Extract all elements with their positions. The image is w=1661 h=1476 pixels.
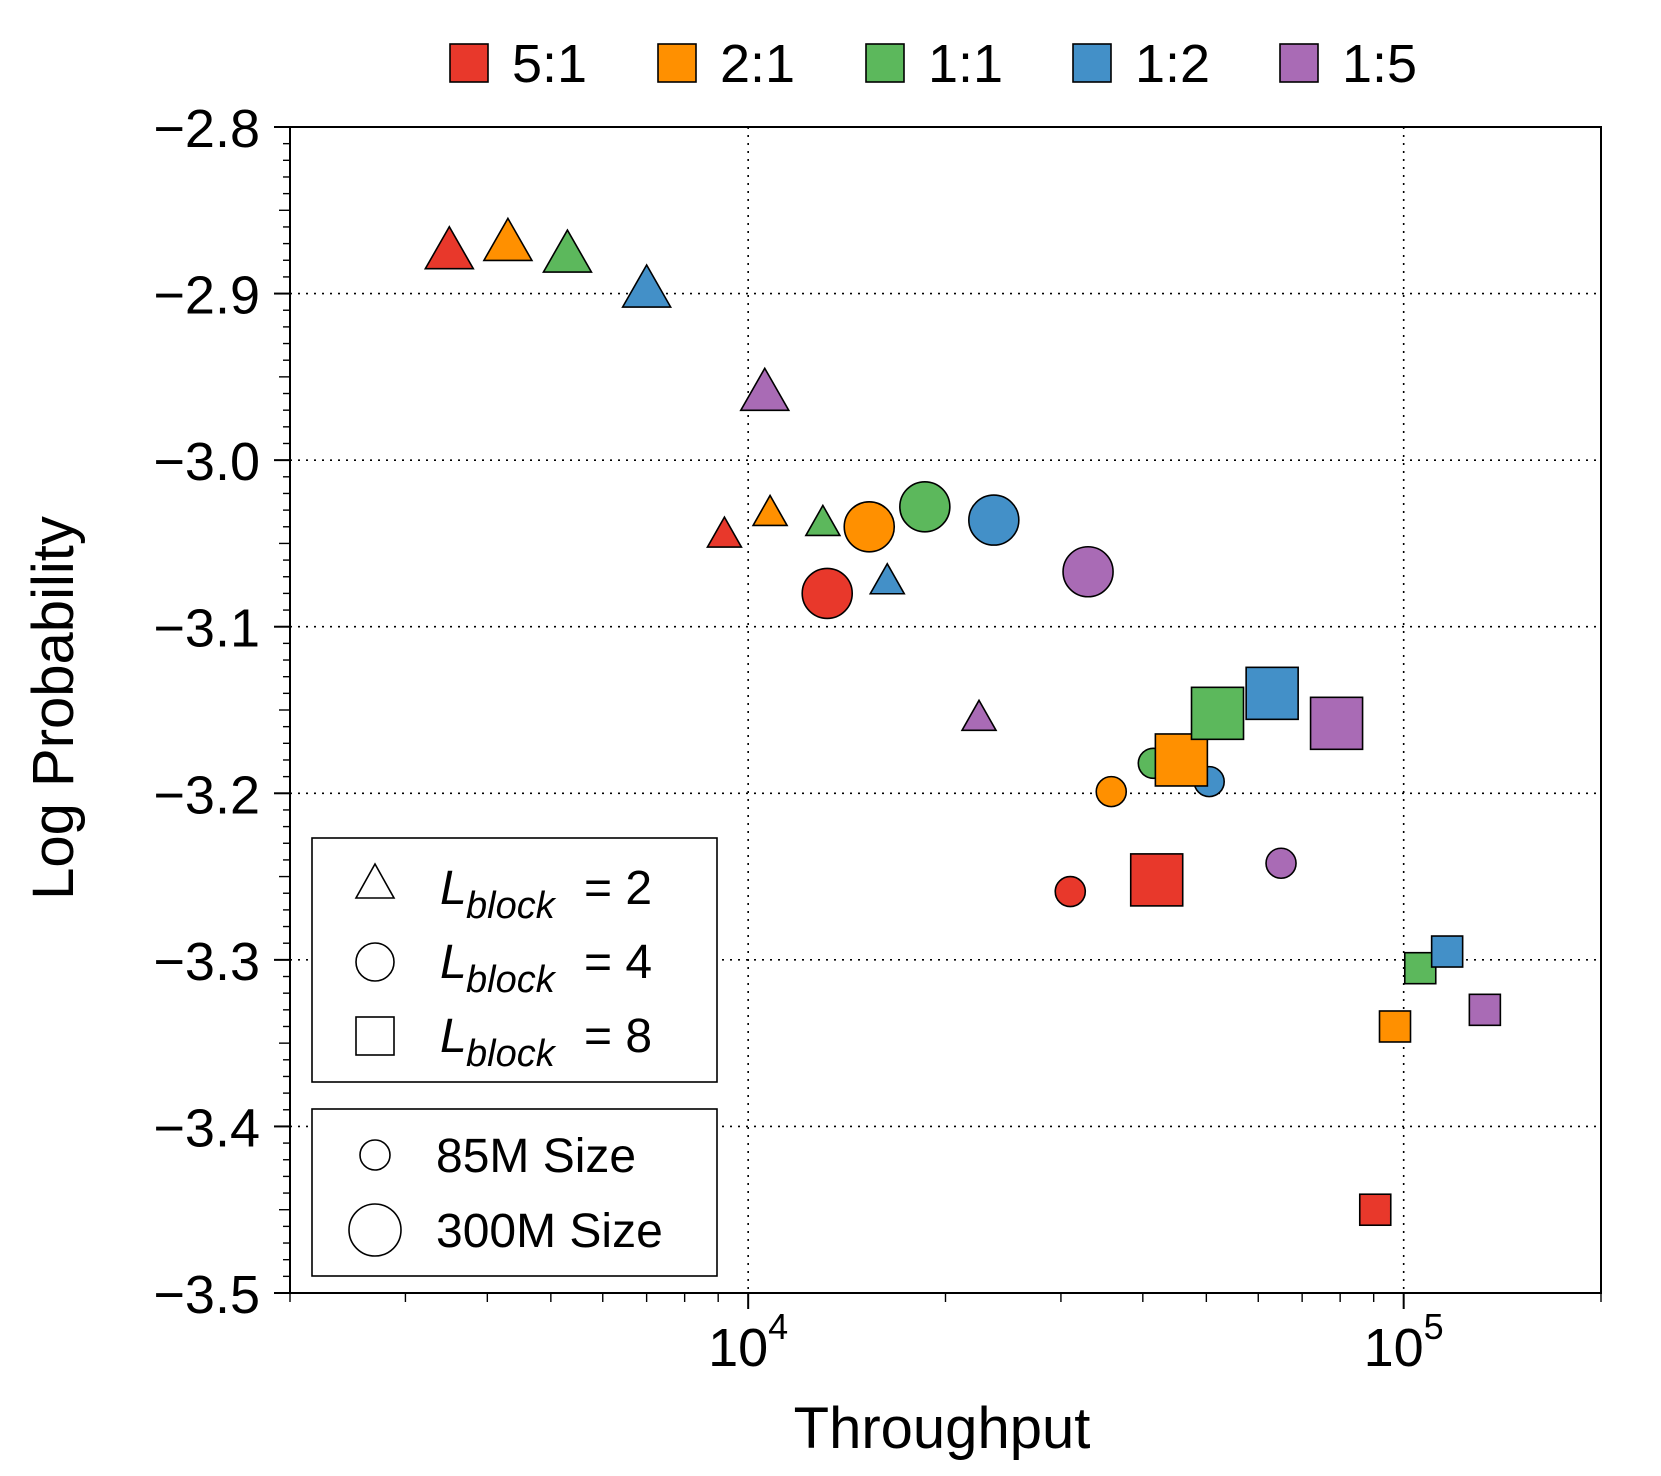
legend-label: 2:1 — [720, 34, 795, 94]
legend-swatch — [1279, 43, 1319, 83]
data-point — [1129, 853, 1184, 907]
block-legend-symbol: L — [440, 862, 467, 915]
data-point — [423, 225, 475, 270]
data-point — [751, 493, 789, 527]
block-legend-subscript: block — [466, 885, 557, 927]
data-point — [968, 494, 1020, 546]
block-legend-box — [311, 837, 718, 1083]
legend-swatch — [449, 43, 489, 83]
data-point — [960, 698, 998, 732]
x-tick-exponent: 5 — [1424, 1306, 1444, 1347]
data-point — [739, 366, 791, 412]
block-legend-value: = 2 — [584, 862, 652, 915]
data-point — [1378, 1010, 1412, 1043]
data-point — [1309, 696, 1364, 751]
y-axis-label: Log Probability — [21, 516, 86, 900]
data-point — [899, 480, 951, 533]
y-tick-label: −3.4 — [153, 1098, 260, 1158]
y-tick-label: −3.3 — [153, 932, 260, 992]
size-circle-icon — [359, 1139, 391, 1171]
legend-label: 1:2 — [1135, 34, 1210, 94]
data-points — [423, 216, 1502, 1227]
y-tick-label: −2.9 — [153, 266, 260, 326]
data-point — [804, 503, 842, 537]
y-tick-label: −3.0 — [153, 432, 260, 492]
data-point — [1095, 775, 1128, 808]
y-tick-label: −2.8 — [153, 99, 260, 159]
data-point — [1358, 1193, 1392, 1227]
data-point — [621, 263, 673, 308]
block-legend-symbol: L — [440, 1010, 467, 1063]
legend-swatch — [657, 43, 697, 83]
legend-swatch — [865, 43, 905, 83]
data-point — [1054, 875, 1087, 908]
data-point — [1062, 545, 1114, 598]
data-point — [706, 515, 743, 548]
block-legend-value: = 8 — [584, 1010, 652, 1063]
data-point — [868, 562, 906, 595]
data-point — [1245, 666, 1299, 721]
data-point — [1468, 993, 1502, 1027]
size-legend-label: 300M Size — [436, 1205, 663, 1258]
circle-outline-icon — [355, 942, 395, 982]
legend-swatch — [1072, 43, 1112, 83]
square-outline-icon — [355, 1016, 395, 1056]
size-legend: 85M Size 300M Size — [311, 1108, 718, 1277]
legend-label: 1:1 — [928, 34, 1003, 94]
block-legend-subscript: block — [466, 959, 557, 1001]
y-tick-label: −3.1 — [153, 599, 260, 659]
ratio-legend: 5:1 2:1 1:1 1:2 1:5 — [449, 34, 1417, 94]
y-tick-label: −3.2 — [153, 765, 260, 825]
x-tick-label: 10 — [708, 1318, 768, 1378]
legend-label: 5:1 — [512, 34, 587, 94]
size-legend-box — [311, 1108, 718, 1277]
data-point — [1430, 935, 1464, 968]
size-circle-icon — [348, 1203, 402, 1257]
x-tick-label: 10 — [1364, 1318, 1424, 1378]
triangle-outline-icon — [354, 862, 396, 899]
data-point — [1154, 733, 1209, 787]
data-point — [1403, 951, 1437, 985]
size-legend-label: 85M Size — [436, 1130, 636, 1183]
data-point — [542, 228, 593, 273]
block-legend-subscript: block — [466, 1033, 557, 1075]
data-point — [482, 216, 534, 262]
data-point — [843, 500, 896, 553]
data-point — [1190, 686, 1245, 741]
legend-label: 1:5 — [1342, 34, 1417, 94]
y-tick-label: −3.5 — [153, 1265, 260, 1325]
data-point — [801, 567, 854, 620]
block-legend-symbol: L — [440, 936, 467, 989]
block-legend-value: = 4 — [584, 936, 652, 989]
x-axis-label: Throughput — [794, 1396, 1091, 1461]
x-tick-exponent: 4 — [768, 1306, 788, 1347]
data-point — [1265, 847, 1297, 880]
